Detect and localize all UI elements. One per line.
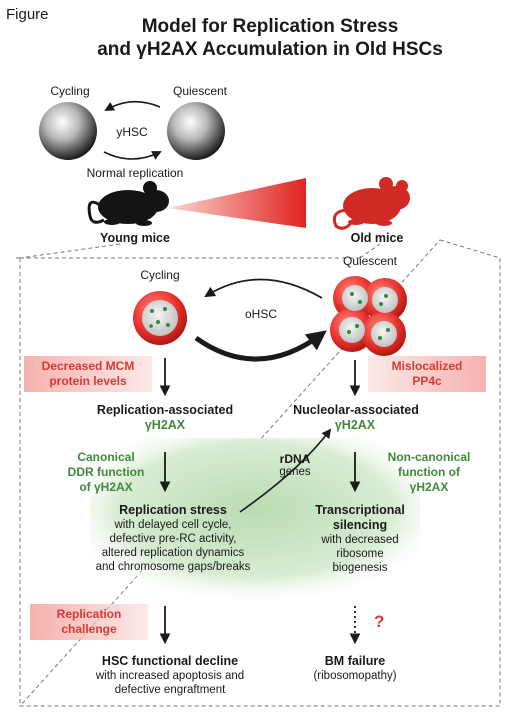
arrow-quiescent-to-cycling-inner (204, 278, 323, 299)
genes-label: genes (279, 466, 311, 478)
replication-stress-title: Replication stress (119, 503, 227, 517)
replication-stress-line2: defective pre-RC activity, (109, 533, 237, 545)
inner-panel-border (16, 239, 501, 707)
title-line-2: and γH2AX Accumulation in Old HSCs (97, 39, 443, 60)
normal-replication-label: Normal replication (86, 166, 184, 180)
replication-associated-yh2ax: γH2AX (144, 418, 186, 432)
bm-failure-body: (ribosomopathy) (313, 670, 397, 682)
nucleolar-associated-yh2ax: γH2AX (334, 418, 376, 432)
noncanonical-line3: γH2AX (409, 480, 449, 494)
quiescent-sphere (167, 102, 225, 160)
hsc-decline-block: HSC functional decline with increased ap… (60, 654, 280, 697)
transcriptional-line2: ribosome (336, 548, 384, 560)
young-mouse-icon (87, 181, 169, 226)
ohsc-label: oHSC (244, 307, 277, 321)
replication-stress-block: Replication stress with delayed cell cyc… (78, 503, 268, 574)
replication-challenge-line1: Replication (56, 607, 122, 621)
mislocalized-line2: PP4c (412, 374, 442, 388)
arrow-cycling-to-quiescent (103, 151, 162, 160)
noncanonical-line1: Non-canonical (387, 450, 471, 464)
noncanonical-label: Non-canonical function of γH2AX (374, 450, 484, 495)
replication-challenge-line2: challenge (61, 622, 117, 636)
yhsc-label: yHSC (116, 125, 148, 139)
hsc-decline-line2: defective engraftment (114, 684, 226, 696)
replication-stress-line4: and chromosome gaps/breaks (95, 561, 251, 573)
aging-gradient-wedge (168, 178, 306, 228)
canonical-line2: DDR function (67, 465, 145, 479)
arrow-rdna-genes (239, 428, 332, 513)
canonical-line1: Canonical (77, 450, 135, 464)
bm-failure-block: BM failure (ribosomopathy) (300, 654, 410, 683)
nucleolar-associated-label: Nucleolar-associated (293, 403, 419, 417)
replication-challenge-box: Replication challenge (30, 604, 148, 640)
green-panel (90, 438, 420, 598)
bm-failure-title: BM failure (324, 654, 386, 668)
figure-label: Figure (6, 6, 49, 23)
transcriptional-line1: with decreased (321, 534, 399, 546)
title-line-1: Model for Replication Stress (141, 16, 399, 37)
transcriptional-title-line2: silencing (332, 518, 388, 532)
mislocalized-line1: Mislocalized (391, 359, 463, 373)
quiescent-cluster-icon (330, 276, 407, 356)
decreased-mcm-line2: protein levels (49, 374, 127, 388)
hsc-decline-line1: with increased apoptosis and (95, 670, 245, 682)
rdna-label: rDNA (279, 452, 311, 466)
transcriptional-silencing-block: Transcriptional silencing with decreased… (300, 503, 420, 575)
replication-associated-label: Replication-associated (96, 403, 234, 417)
cycling-sphere (39, 102, 97, 160)
decreased-mcm-box: Decreased MCM protein levels (24, 356, 152, 392)
cycling-cell-icon (133, 291, 187, 345)
top-quiescent-label: Quiescent (172, 84, 228, 98)
transcriptional-line3: biogenesis (332, 562, 388, 574)
arrow-cycling-to-quiescent-inner (194, 330, 327, 362)
hsc-decline-title: HSC functional decline (101, 654, 239, 668)
replication-stress-line1: with delayed cell cycle, (114, 519, 232, 531)
inner-quiescent-label: Quiescent (342, 254, 398, 268)
mislocalized-box: Mislocalized PP4c (368, 356, 486, 392)
noncanonical-line2: function of (398, 465, 460, 479)
old-mice-label: Old mice (350, 231, 404, 245)
inner-cycling-label: Cycling (140, 268, 180, 282)
transcriptional-title-line1: Transcriptional (315, 503, 405, 517)
canonical-line3: of γH2AX (79, 480, 133, 494)
question-mark: ? (374, 612, 385, 631)
old-mouse-icon (332, 177, 410, 230)
canonical-ddr-label: Canonical DDR function of γH2AX (56, 450, 156, 495)
top-cycling-label: Cycling (50, 84, 90, 98)
young-mice-label: Young mice (100, 231, 170, 245)
rdna-genes-label: rDNA genes (270, 452, 320, 478)
arrow-quiescent-to-cycling (104, 100, 161, 111)
decreased-mcm-line1: Decreased MCM (41, 359, 135, 373)
replication-stress-line3: altered replication dynamics (101, 547, 245, 559)
